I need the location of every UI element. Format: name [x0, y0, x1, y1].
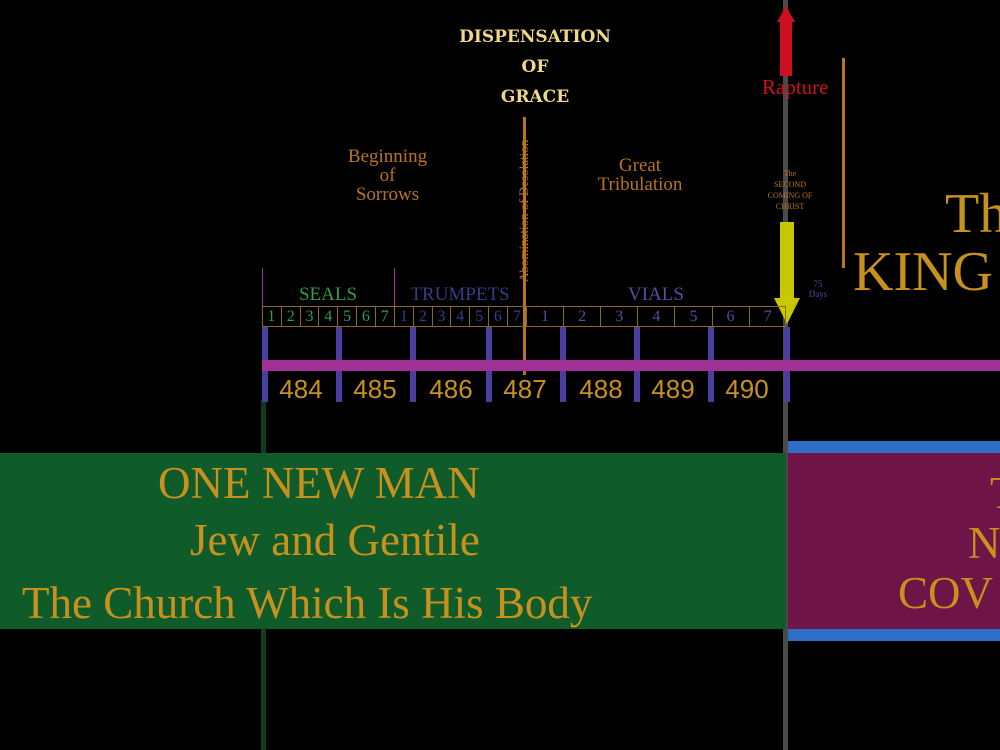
trumpets-divider — [394, 268, 395, 308]
seals-divider — [262, 268, 263, 308]
year-label: 488 — [579, 374, 623, 404]
church-line1: ONE NEW MAN — [158, 458, 480, 508]
year-label: 487 — [503, 374, 547, 404]
days-line2: Days — [808, 289, 828, 299]
vial-number: 7 — [748, 307, 786, 326]
covenant-line3: COV — [898, 568, 994, 618]
kingdom-line2: KING — [853, 241, 993, 301]
trumpet-number: 7 — [506, 307, 526, 326]
second-coming-line2: SECOND — [773, 180, 806, 189]
covenant-line1: T — [790, 468, 1000, 518]
abomination-label: Abomination of Desolation — [516, 139, 531, 282]
seal-number: 1 — [267, 308, 276, 325]
vial-number: 6 — [711, 307, 749, 326]
dispensation-title: DISPENSATION OF GRACE — [440, 22, 630, 112]
year-label: 485 — [353, 374, 397, 404]
second-coming-line4: CHRIST — [775, 202, 805, 211]
days-line1: 75 — [813, 279, 823, 289]
sorrows-label: Beginning of Sorrows — [330, 147, 445, 204]
covenant-bottom-stripe — [788, 629, 1000, 641]
trumpet-number: 6 — [488, 307, 507, 326]
trumpet-number: 2 — [412, 307, 432, 326]
covenant-band — [788, 453, 1000, 629]
seal-number: 4 — [318, 307, 337, 326]
year-label: 490 — [725, 374, 769, 404]
rapture-arrow-shaft — [780, 22, 792, 76]
tribulation-label: Great Tribulation — [580, 156, 700, 194]
rapture-label: Rapture — [762, 75, 829, 99]
up-arrow-icon — [777, 6, 795, 22]
year-label: 489 — [651, 374, 695, 404]
vial-number: 3 — [600, 307, 637, 326]
vial-number: 1 — [526, 307, 563, 326]
sorrows-line3: Sorrows — [355, 184, 420, 205]
abomination-line — [523, 117, 526, 375]
year-label: 484 — [279, 374, 323, 404]
tribulation-line1: Great — [618, 155, 662, 176]
church-line2: Jew and Gentile — [190, 515, 480, 565]
church-line3: The Church Which Is His Body — [22, 578, 593, 628]
kingdom-line1: Th — [945, 185, 1000, 245]
trumpet-number: 3 — [431, 307, 451, 326]
down-arrow-icon — [774, 298, 800, 324]
second-coming-label: The SECOND COMING OF CHRIST — [755, 168, 825, 212]
number-strip — [262, 306, 786, 327]
trumpet-number: 1 — [394, 307, 413, 326]
church-band — [0, 453, 786, 629]
trumpet-number: 5 — [469, 307, 488, 326]
seal-number: 7 — [374, 307, 394, 326]
dispensation-line1: DISPENSATION — [459, 27, 611, 47]
covenant-line2: N — [968, 518, 1000, 568]
vial-number: 2 — [563, 307, 600, 326]
sorrows-line2: of — [379, 165, 396, 186]
seal-number: 5 — [337, 307, 356, 326]
kingdom-divider-line — [842, 58, 845, 268]
sorrows-line1: Beginning — [347, 146, 428, 167]
dispensation-line3: GRACE — [500, 87, 570, 107]
trumpets-label: TRUMPETS — [410, 284, 510, 305]
second-coming-line1: The — [783, 169, 797, 178]
seal-number: 2 — [280, 307, 300, 326]
vial-number: 4 — [637, 307, 674, 326]
seals-label: SEALS — [298, 284, 358, 305]
second-coming-line3: COMING OF — [767, 191, 813, 200]
days-label: 75 Days — [800, 279, 836, 299]
kingdom-title: Th KING — [853, 185, 1000, 301]
seal-number: 3 — [299, 307, 319, 326]
covenant-top-stripe — [788, 441, 1000, 453]
vial-number: 5 — [674, 307, 711, 326]
vials-label: VIALS — [628, 284, 684, 305]
dispensation-line2: OF — [521, 57, 549, 77]
seal-number: 6 — [356, 307, 375, 326]
second-coming-arrow-shaft — [780, 222, 794, 300]
covenant-text: T N COV — [790, 468, 1000, 618]
year-label: 486 — [429, 374, 473, 404]
trumpet-number: 4 — [450, 307, 469, 326]
timeline-bar — [262, 360, 1000, 371]
tribulation-line2: Tribulation — [597, 174, 683, 195]
